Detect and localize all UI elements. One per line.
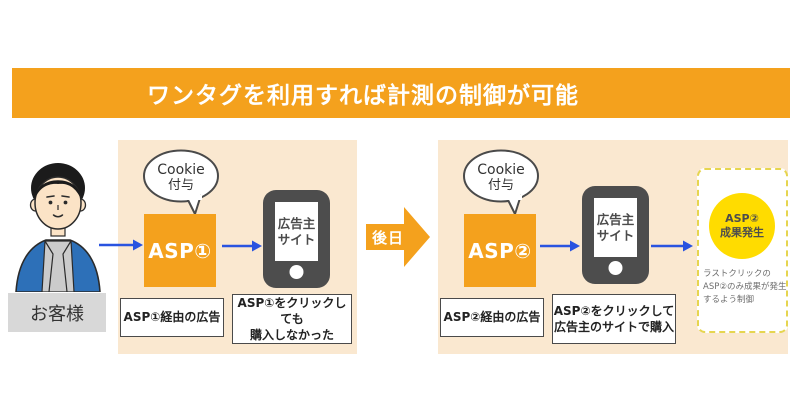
conversion-note-line3: するよう制御 <box>703 295 755 306</box>
conversion-badge-line1: ASP② <box>725 211 759 225</box>
conversion-badge: ASP② 成果発生 <box>709 193 775 259</box>
asp1-action-label: ASP①をクリックしても 購入しなかった <box>232 294 352 344</box>
asp2-action-label: ASP②をクリックして 広告主のサイトで購入 <box>552 294 676 344</box>
ad-via-asp2-text: ASP②経由の広告 <box>443 310 541 325</box>
cookie2-line1: Cookie <box>477 162 525 179</box>
ad-via-asp2-label: ASP②経由の広告 <box>440 298 544 337</box>
title-banner: ワンタグを利用すれば計測の制御が可能 <box>12 68 790 118</box>
asp1-box: ASP① <box>144 214 216 287</box>
interval-arrow-icon <box>366 207 430 267</box>
conversion-note: ラストクリックの ASP②のみ成果が発生 するよう制御 <box>703 268 787 308</box>
cookie-bubble-2-text: Cookie 付与 <box>461 152 541 204</box>
advertiser-site-phone-2-icon <box>582 186 649 284</box>
phone1-line2: サイト <box>277 231 316 247</box>
asp2-action-line1: ASP②をクリックして <box>553 303 675 318</box>
phone2-line1: 広告主 <box>596 211 635 227</box>
conversion-badge-line2: 成果発生 <box>720 226 764 239</box>
advertiser-site-phone-1-label: 広告主 サイト <box>275 202 318 261</box>
asp2-action-line2: 広告主のサイトで購入 <box>553 320 674 334</box>
interval-arrow-label-wrap: 後日 <box>366 207 431 267</box>
advertiser-site-phone-1-icon <box>263 190 330 288</box>
conversion-note-line2: ASP②のみ成果が発生 <box>703 282 787 293</box>
asp2-box-label: ASP② <box>468 238 532 263</box>
page-title: ワンタグを利用すれば計測の制御が可能 <box>147 83 579 109</box>
asp2-box: ASP② <box>464 214 536 287</box>
cookie-line2: 付与 <box>167 177 194 193</box>
customer-label: お客様 <box>8 293 106 332</box>
arrow-asp2-to-site-icon <box>540 240 580 252</box>
cookie-line1: Cookie <box>157 162 205 179</box>
cookie2-line2: 付与 <box>487 177 514 193</box>
phone2-line2: サイト <box>596 227 635 243</box>
interval-label: 後日 <box>372 228 405 247</box>
conversion-note-line1: ラストクリックの <box>703 269 771 279</box>
asp1-action-line2: 購入しなかった <box>249 328 334 343</box>
arrow-site-to-result-icon <box>651 240 693 252</box>
arrow-asp1-to-site-icon <box>222 240 262 252</box>
arrow-customer-to-asp1-icon <box>99 239 143 251</box>
customer-label-text: お客様 <box>30 303 84 325</box>
phone1-line1: 広告主 <box>277 215 316 231</box>
customer-illustration <box>15 163 101 292</box>
advertiser-site-phone-2-label: 広告主 サイト <box>594 198 637 257</box>
asp1-action-line1: ASP①をクリックしても <box>237 295 347 326</box>
cookie-bubble-1-text: Cookie 付与 <box>141 152 221 204</box>
cookie-bubble-1-icon <box>143 149 219 215</box>
ad-via-asp1-label: ASP①経由の広告 <box>120 298 224 337</box>
ad-via-asp1-text: ASP①経由の広告 <box>123 310 221 325</box>
asp1-box-label: ASP① <box>148 238 212 263</box>
